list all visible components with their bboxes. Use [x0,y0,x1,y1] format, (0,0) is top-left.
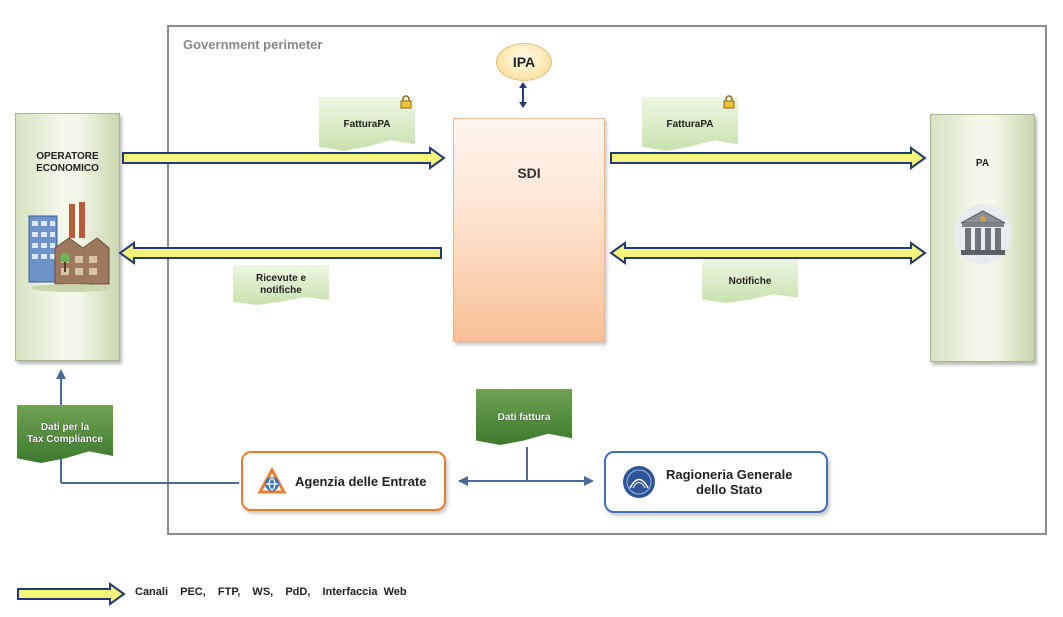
ipa-sdi-arrow [519,82,527,108]
dati-tax-line1: Dati per la [40,422,90,433]
lock-icon [400,95,412,109]
operatore-title-line2: ECONOMICO [36,163,99,174]
dati-fattura-label: Dati fattura [497,411,551,423]
operatore-title: OPERATORE ECONOMICO [16,151,119,175]
pa-panel: PA [930,114,1035,362]
ragioneria-line1: Ragioneria Generale [666,467,793,482]
ricevute-line1: Ricevute e [255,273,307,284]
arrowhead-to-ragioneria [584,476,594,486]
ipa-label: IPA [512,54,536,70]
operatore-title-line1: OPERATORE [36,151,99,162]
channel-arrow-pa-sdi-bidirectional [609,241,927,265]
rgs-seal-icon [623,466,655,498]
agenzia-logo-icon [257,466,287,494]
channel-arrow-sdi-to-pa [610,146,927,170]
lock-icon [723,95,735,109]
government-perimeter [167,25,1047,535]
notifiche-label: Notifiche [728,275,772,287]
factory-building-icon [28,202,111,292]
fatturapa-left-label: FatturaPA [343,118,391,130]
government-building-icon [954,204,1012,264]
dati-fattura-connector [459,447,586,482]
fatturapa-right-label: FatturaPA [666,118,714,130]
agenzia-entrate-box: Agenzia delle Entrate [241,451,446,511]
sdi-system: SDI [453,118,605,342]
dati-tax-line2: Tax Compliance [27,434,103,445]
dati-fattura-document: Dati fattura [476,389,572,445]
ricevute-line2: notifiche [260,285,302,296]
arrowhead-to-agenzia [458,476,468,486]
ragioneria-line2: dello Stato [696,482,763,497]
agenzia-label: Agenzia delle Entrate [295,473,427,489]
sdi-label: SDI [517,165,541,181]
perimeter-label: Government perimeter [183,37,323,52]
ipa-registry: IPA [496,43,552,81]
channel-arrow-operatore-to-sdi [122,146,446,170]
pa-title: PA [975,158,990,169]
ragioneria-generale-box: Ragioneria Generale dello Stato [604,451,828,513]
legend-label: Canali PEC, FTP, WS, PdD, Interfaccia We… [135,586,407,598]
arrowhead-to-operatore [56,369,66,379]
dati-tax-label: Dati per la Tax Compliance [27,422,103,446]
ragioneria-label: Ragioneria Generale dello Stato [666,467,792,497]
legend-arrow [17,582,126,606]
ricevute-label: Ricevute e notifiche [256,273,306,297]
operatore-economico-panel: OPERATORE ECONOMICO [15,113,120,361]
channel-arrow-sdi-to-operatore [118,241,442,265]
